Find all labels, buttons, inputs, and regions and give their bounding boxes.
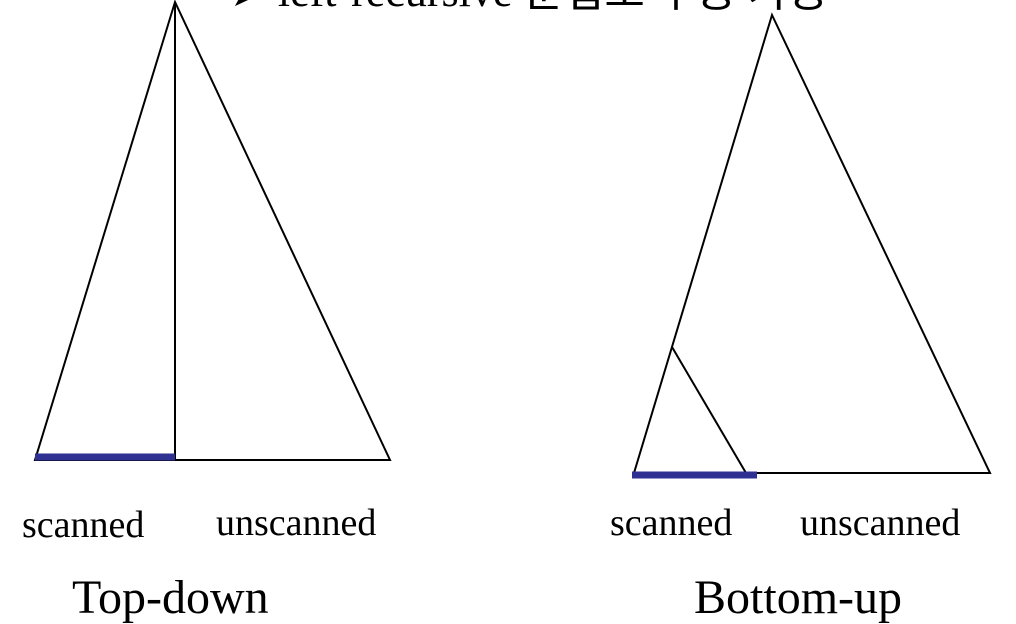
bottom-up-caption: Bottom-up <box>694 571 903 624</box>
top-down-triangle <box>33 0 392 461</box>
top-down-scanned-label: scanned <box>22 504 145 546</box>
header-text: ➤ left-recursive 문법도 수용 가능 <box>230 0 1010 14</box>
bottom-up-tree <box>632 12 992 479</box>
top-down-tree <box>33 0 392 461</box>
bottom-up-triangle <box>632 12 992 474</box>
bottom-up-unscanned-label: unscanned <box>800 502 961 544</box>
bottom-up-scanned-label: scanned <box>610 502 733 544</box>
top-down-unscanned-label: unscanned <box>216 502 377 544</box>
bottom-up-subtree-line <box>671 346 747 474</box>
top-down-caption: Top-down <box>72 571 269 624</box>
